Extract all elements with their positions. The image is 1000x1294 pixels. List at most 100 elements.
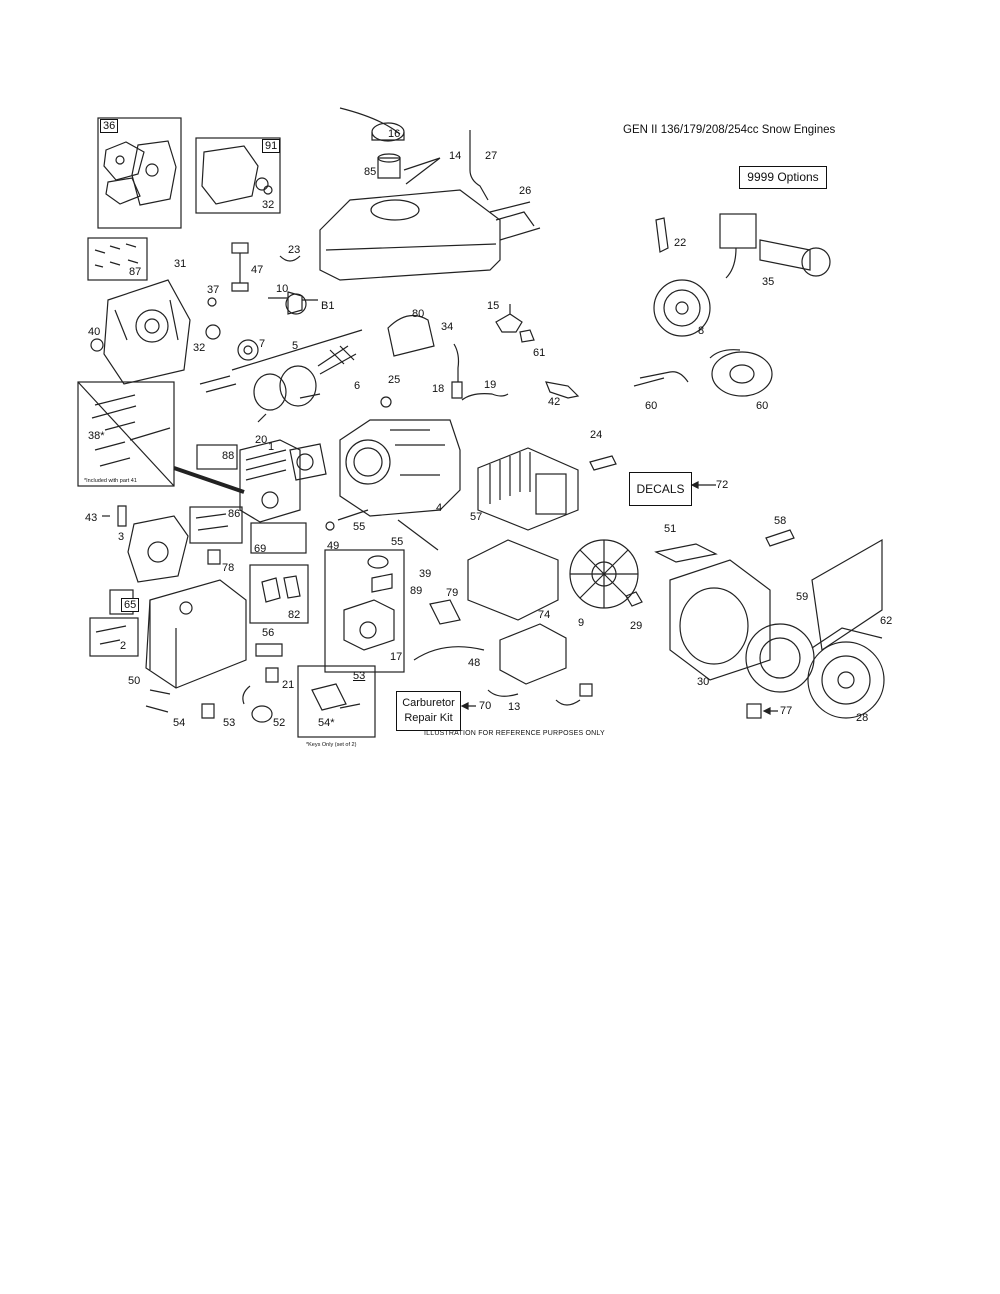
plug-53	[201, 703, 215, 719]
part-label: 4	[436, 502, 443, 514]
part-label: 79	[446, 587, 459, 599]
part-label: 16	[388, 128, 401, 140]
included-note: *Included with part 41	[84, 478, 137, 484]
oil-dipstick-47	[231, 242, 249, 292]
part-label: 52	[273, 717, 286, 729]
fuel-strainer-85	[377, 153, 401, 179]
wire-21	[242, 685, 251, 705]
piston-assembly-5	[199, 329, 363, 411]
part-label: 17	[390, 651, 403, 663]
gear-7	[237, 339, 259, 361]
part-label: 10	[276, 283, 289, 295]
part-label: 77	[780, 705, 793, 717]
part-label: 18	[432, 383, 445, 395]
part-label: 65	[121, 598, 140, 612]
blower-housing-30	[669, 559, 771, 681]
part-label: 32	[193, 342, 206, 354]
wire-19	[461, 393, 509, 401]
muffler-57	[477, 447, 579, 531]
carburetor-label: Carburetor	[402, 697, 455, 709]
part-label: 6	[354, 380, 361, 392]
part-label: 34	[441, 321, 454, 333]
bracket-58	[765, 529, 795, 547]
kit-box-2	[89, 617, 139, 657]
switch-kit-box-56	[249, 564, 309, 624]
clip-78	[207, 549, 221, 565]
bolt-kit-box-87	[87, 237, 148, 281]
engine-block-4	[339, 419, 461, 517]
bolt-kit-box-88	[196, 444, 238, 470]
part-label: 36	[100, 119, 119, 133]
knob-61	[519, 329, 535, 343]
part-label: 1	[268, 441, 275, 453]
recoil-starter-28	[807, 627, 885, 719]
electric-starter-35	[719, 213, 831, 279]
shroud-80	[387, 314, 435, 357]
nut-25	[380, 396, 392, 408]
part-label: 91	[262, 139, 281, 153]
spark-plug-cap	[555, 683, 593, 706]
crankcase-cover-31	[103, 279, 191, 385]
part-label: 5	[292, 340, 299, 352]
gasket-91-drawing	[201, 145, 273, 205]
screw-49	[325, 521, 335, 531]
reference-note: ILLUSTRATION FOR REFERENCE PURPOSES ONLY	[424, 730, 605, 737]
washer-40	[90, 338, 104, 352]
flywheel-8	[653, 279, 711, 337]
crankshaft-10	[268, 291, 318, 315]
part-label: 27	[485, 150, 498, 162]
part-label: 57	[470, 511, 483, 523]
part-label: 50	[128, 675, 141, 687]
pin-43	[117, 505, 127, 527]
part-label: 70	[479, 700, 492, 712]
part-label: 8	[698, 325, 705, 337]
part-label: 60	[645, 400, 658, 412]
part-label: 89	[410, 585, 423, 597]
gasket-36-drawing	[103, 140, 177, 206]
part-label: 54*	[318, 717, 335, 729]
bracket-79	[429, 599, 461, 625]
fuel-valve-15	[495, 304, 523, 333]
cable-34	[453, 343, 460, 382]
head-gasket	[289, 443, 327, 481]
part-label: 3	[118, 531, 125, 543]
bolt-kit-box-86	[189, 506, 243, 544]
part-label: B1	[321, 300, 335, 312]
part-label: 13	[508, 701, 521, 713]
cover-3	[127, 515, 189, 583]
hub-29	[625, 591, 643, 607]
part-label: 80	[412, 308, 425, 320]
arrow-77	[762, 707, 778, 715]
decals-box: DECALS	[629, 472, 692, 506]
part-label: 9	[578, 617, 585, 629]
part-label: 15	[487, 300, 500, 312]
ignition-18	[451, 381, 463, 399]
part-label: 30	[697, 676, 710, 688]
part-label: 7	[259, 338, 266, 350]
part-label: 55	[353, 521, 366, 533]
part-label: 23	[288, 244, 301, 256]
part-label: 2	[120, 640, 127, 652]
carburetor-repair-kit-box: Carburetor Repair Kit	[396, 691, 461, 731]
key-54	[145, 689, 171, 713]
part-label: 72	[716, 479, 729, 491]
fuel-cap-16	[339, 107, 405, 142]
part-label: 29	[630, 620, 643, 632]
bracket-56	[255, 643, 283, 657]
part-label: 58	[774, 515, 787, 527]
part-label: 78	[222, 562, 235, 574]
bearing-32	[205, 324, 221, 340]
bolt-37	[207, 297, 217, 307]
part-label: 56	[262, 627, 275, 639]
valve-kit-box-38	[77, 381, 175, 487]
carburetor-assembly-box	[324, 549, 405, 673]
keys-note: *Keys Only (set of 2)	[306, 742, 357, 748]
part-label: 20	[255, 434, 268, 446]
part-label: 19	[484, 379, 497, 391]
part-label: 51	[664, 523, 677, 535]
part-label: 43	[85, 512, 98, 524]
lever-55	[397, 519, 439, 551]
fuel-line-27	[469, 130, 489, 201]
part-label: 25	[388, 374, 401, 386]
